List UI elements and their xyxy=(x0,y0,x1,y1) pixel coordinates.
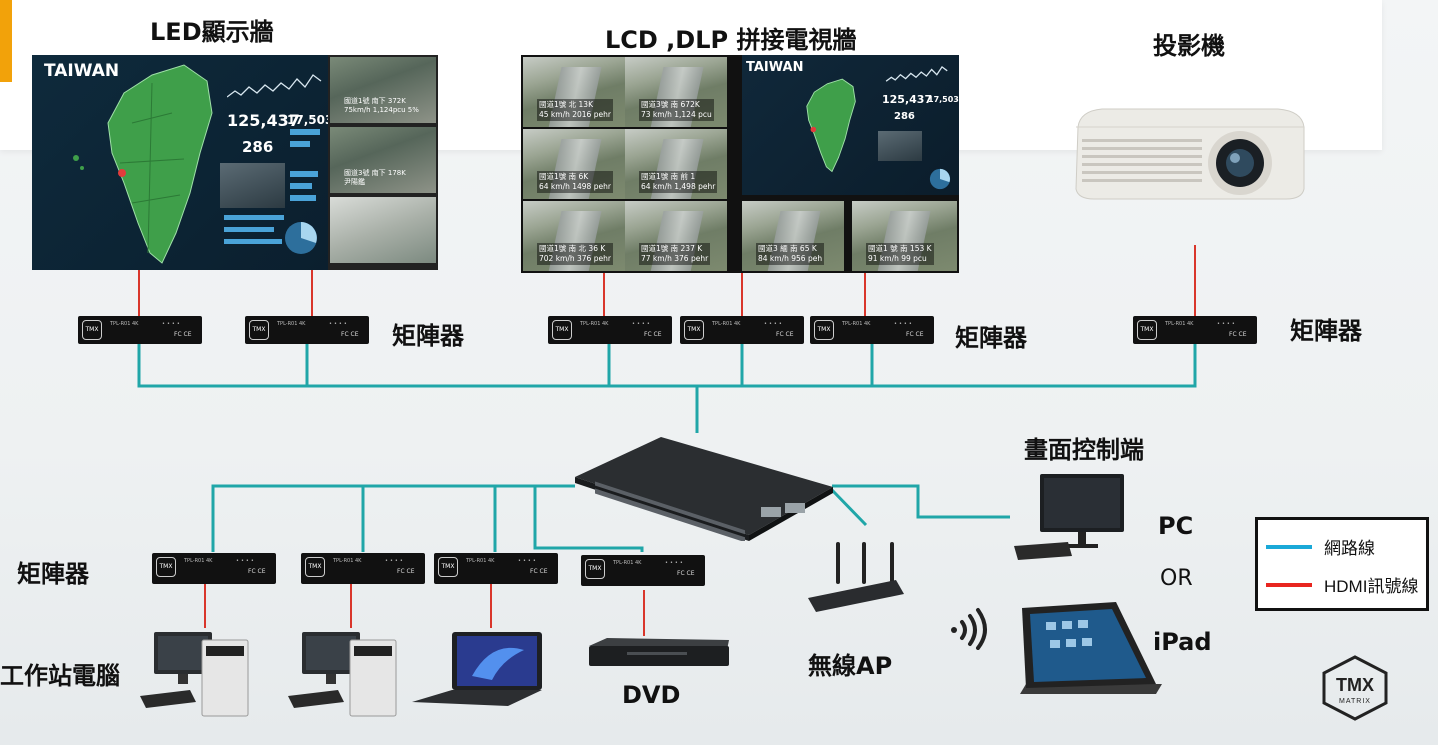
laptop-icon xyxy=(412,632,542,706)
projector-label: 投影機 xyxy=(1153,32,1225,60)
taiwan-map-icon xyxy=(806,78,856,173)
legend-hdmi: HDMI訊號線 xyxy=(1266,572,1418,597)
hdmi-line-swatch xyxy=(1266,582,1312,587)
taiwan-map-icon xyxy=(73,64,213,264)
lcd-wall-label: LCD ,DLP 拼接電視牆 xyxy=(605,26,857,54)
or-label: OR xyxy=(1160,566,1193,591)
projector-icon xyxy=(1075,108,1305,200)
traffic-thumbnail xyxy=(878,131,922,161)
bar-mark xyxy=(224,215,284,220)
legend-network-label: 網路線 xyxy=(1324,539,1375,558)
tmx-matrix-logo: TMX MATRIX xyxy=(1322,655,1388,721)
workstation-label: 工作站電腦 xyxy=(0,662,120,690)
dvd-player-icon xyxy=(589,638,729,666)
cctv-feed-indoor xyxy=(330,197,436,263)
trend-sparkline xyxy=(885,65,948,82)
led-display-wall: TAIWAN 125,437 17,503 286 xyxy=(32,55,328,270)
wireless-ap-icon xyxy=(808,542,904,612)
pie-chart-icon xyxy=(285,222,317,254)
network-bus-bottom xyxy=(211,484,575,552)
lcd-dashboard-tile: TAIWAN 125,437 17,503 286 xyxy=(742,55,959,195)
location-pin-icon xyxy=(118,169,126,177)
lcd-country-label: TAIWAN xyxy=(746,60,804,75)
bar-mark xyxy=(290,195,316,201)
network-switch-icon xyxy=(575,437,833,541)
bar-mark xyxy=(290,183,312,189)
ipad-label: iPad xyxy=(1153,628,1212,656)
bar-mark xyxy=(290,141,310,147)
bar-mark xyxy=(290,171,318,177)
matrix-label-1: 矩陣器 xyxy=(392,322,464,350)
svg-text:TMX: TMX xyxy=(1336,675,1374,695)
dvd-label: DVD xyxy=(622,681,681,709)
workstation-computer-icon xyxy=(288,632,397,717)
led-wall-label: LED顯示牆 xyxy=(150,18,274,46)
network-drop xyxy=(533,486,644,552)
led-country-label: TAIWAN xyxy=(44,61,120,81)
network-to-pc xyxy=(832,484,1010,519)
network-to-ap xyxy=(830,488,868,527)
legend-hdmi-label: HDMI訊號線 xyxy=(1324,577,1419,596)
bar-mark xyxy=(224,239,282,244)
led-stat-count: 286 xyxy=(242,138,274,156)
bar-mark xyxy=(290,129,320,135)
trend-sparkline xyxy=(227,74,322,98)
bar-mark xyxy=(224,227,274,232)
lcd-stat-small: 17,503 xyxy=(928,95,959,104)
workstation-computer-icon xyxy=(140,632,249,717)
led-stat-big: 125,437 xyxy=(227,111,300,130)
wifi-signal-icon xyxy=(951,608,987,650)
matrix-label-3: 矩陣器 xyxy=(1290,317,1362,345)
wireless-ap-label: 無線AP xyxy=(808,652,893,680)
pc-label: PC xyxy=(1158,512,1194,540)
network-bus-top xyxy=(137,344,1197,388)
legend-network: 網路線 xyxy=(1266,534,1375,559)
matrix-label-4: 矩陣器 xyxy=(17,560,89,588)
traffic-thumbnail xyxy=(220,163,285,208)
ipad-tablet-icon xyxy=(1020,602,1162,694)
pie-chart-icon xyxy=(929,168,951,190)
control-end-label: 畫面控制端 xyxy=(1024,436,1144,464)
network-wires xyxy=(137,344,1197,552)
location-pin-icon xyxy=(810,126,817,133)
lcd-stat-count: 286 xyxy=(894,111,915,122)
matrix-label-2: 矩陣器 xyxy=(955,324,1027,352)
led-stat-small: 17,503 xyxy=(287,113,328,127)
pc-monitor-icon xyxy=(1014,474,1124,560)
lcd-stat-big: 125,437 xyxy=(882,93,933,106)
network-line-swatch xyxy=(1266,544,1312,549)
hdmi-wires xyxy=(138,245,1196,636)
accent-bar xyxy=(0,0,12,82)
svg-text:MATRIX: MATRIX xyxy=(1339,698,1371,705)
legend-box: 網路線 HDMI訊號線 xyxy=(1255,517,1429,611)
